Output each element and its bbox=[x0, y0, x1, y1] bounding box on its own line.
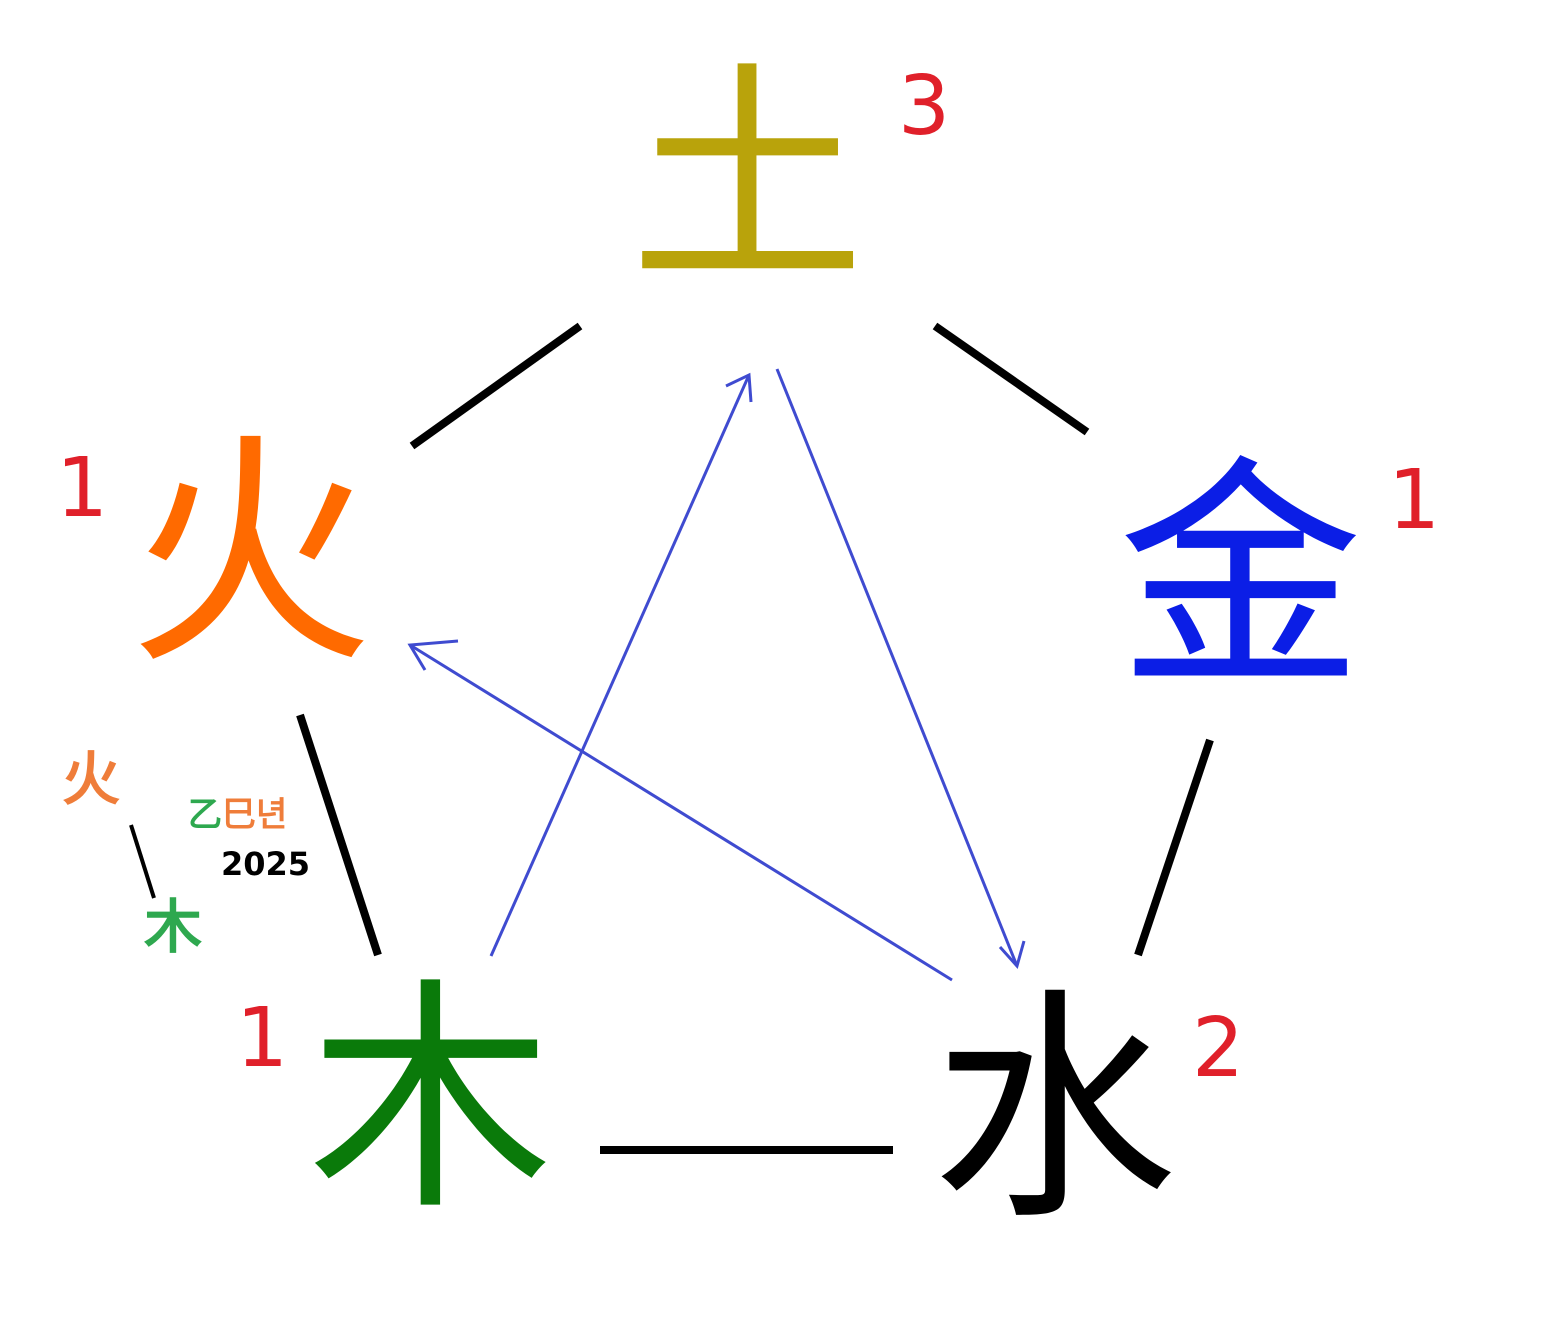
mini-fire: 火 bbox=[62, 745, 121, 813]
line-earth-metal bbox=[932, 322, 1090, 436]
count-wood: 1 bbox=[236, 991, 289, 1086]
arrow-water-to-fire bbox=[407, 639, 953, 982]
mini-wood: 木 bbox=[144, 893, 203, 961]
arrow-wood-to-earth bbox=[489, 372, 753, 957]
count-earth: 3 bbox=[898, 59, 951, 154]
element-metal: 金 bbox=[1118, 436, 1363, 721]
year-label: 乙巳년 bbox=[188, 798, 287, 832]
element-water: 水 bbox=[932, 968, 1177, 1253]
year-label-rest: 巳년 bbox=[222, 795, 288, 835]
line-metal-water bbox=[1134, 738, 1214, 957]
element-wood: 木 bbox=[308, 958, 553, 1243]
year-label-first: 乙 bbox=[188, 795, 222, 835]
count-fire: 1 bbox=[56, 441, 109, 536]
element-fire: 火 bbox=[128, 412, 373, 697]
arrow-earth-to-water bbox=[775, 368, 1026, 970]
count-metal: 1 bbox=[1388, 453, 1441, 548]
element-earth: 土 bbox=[630, 43, 865, 316]
line-fire-wood bbox=[296, 713, 382, 957]
line-mini-fire-wood bbox=[129, 824, 156, 899]
year-number: 2025 bbox=[221, 845, 311, 883]
line-earth-fire bbox=[409, 322, 583, 450]
count-water: 2 bbox=[1192, 1001, 1245, 1096]
